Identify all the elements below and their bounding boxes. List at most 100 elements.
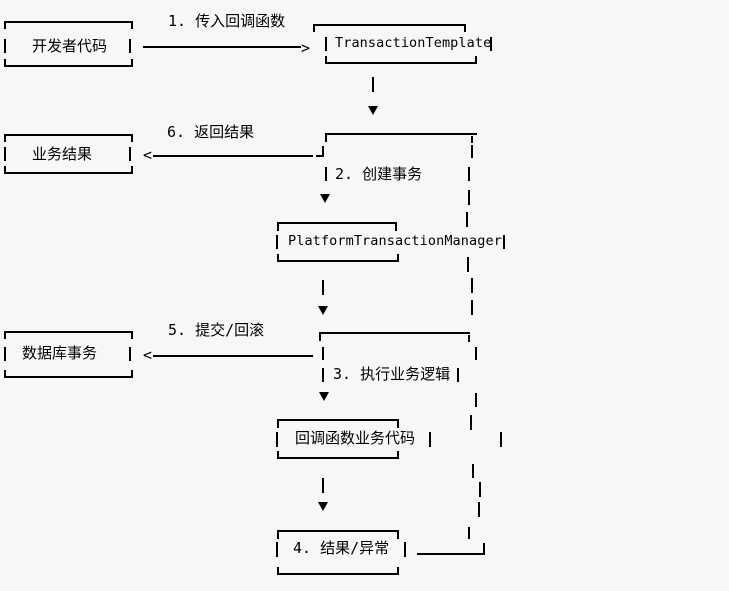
column-line — [479, 482, 481, 497]
corner-tick — [4, 23, 6, 29]
box-result-exception-label: 4. 结果/异常 — [293, 539, 390, 557]
corner-tick — [4, 59, 6, 65]
arrow-down-icon — [318, 502, 328, 511]
box-developer-code-label: 开发者代码 — [32, 37, 108, 55]
side-border — [468, 190, 470, 205]
corner-tick — [397, 532, 399, 539]
arrow-down-icon — [319, 392, 329, 401]
corner-tick — [475, 56, 477, 62]
side-border — [4, 347, 6, 361]
flow-line — [322, 280, 324, 295]
corner-tick — [277, 421, 279, 428]
bottom-border — [4, 172, 133, 174]
side-border — [129, 147, 131, 161]
side-border — [325, 167, 327, 181]
bottom-border — [277, 260, 399, 262]
box-callback-business-code-label: 回调函数业务代码 — [295, 429, 416, 447]
top-border — [319, 332, 470, 334]
corner-tick — [397, 451, 399, 457]
side-border — [325, 37, 327, 51]
top-border — [4, 21, 133, 23]
side-border — [475, 347, 477, 360]
top-border — [277, 419, 399, 421]
corner-tick — [277, 532, 279, 539]
box-business-result-label: 业务结果 — [32, 145, 93, 163]
column-line — [468, 527, 470, 539]
elbow — [322, 146, 324, 157]
column-line — [472, 464, 474, 478]
side-border — [466, 212, 468, 227]
side-border — [322, 368, 324, 382]
flow-line — [322, 478, 324, 493]
corner-tick — [131, 59, 133, 65]
side-border — [503, 235, 505, 249]
corner-tick — [313, 26, 315, 32]
corner-tick — [277, 567, 279, 573]
column-line — [478, 502, 480, 517]
side-border — [276, 542, 278, 557]
column-line — [471, 300, 473, 315]
top-border — [313, 24, 466, 26]
corner-tick — [319, 334, 321, 341]
corner-tick — [131, 370, 133, 376]
corner-tick — [277, 224, 279, 231]
column-line — [471, 278, 473, 293]
corner-tick — [277, 451, 279, 457]
bottom-border — [277, 573, 399, 575]
side-border — [429, 432, 431, 447]
edge-create-transaction-label: 2. 创建事务 — [335, 165, 423, 183]
corner-tick — [395, 224, 397, 231]
arrow-left-icon: < — [143, 346, 153, 364]
bottom-border — [325, 62, 477, 64]
arrow-down-icon — [318, 306, 328, 315]
corner-tick — [131, 136, 133, 142]
bottom-border — [277, 457, 399, 459]
box-platform-transaction-manager-label: PlatformTransactionManager — [288, 233, 502, 249]
top-border — [277, 222, 397, 224]
connector-elbow — [483, 543, 485, 555]
corner-tick — [397, 567, 399, 573]
side-border — [457, 368, 459, 382]
corner-tick — [397, 421, 399, 428]
corner-tick — [4, 333, 6, 339]
side-border — [490, 37, 492, 51]
arrow-line — [153, 155, 313, 157]
column-line — [467, 257, 469, 272]
edge-return-result-label: 6. 返回结果 — [167, 123, 255, 141]
arrow-left-icon: < — [143, 146, 153, 164]
arrow-down-icon — [368, 106, 378, 115]
corner-tick — [4, 136, 6, 142]
side-border — [129, 347, 131, 361]
corner-tick — [325, 56, 327, 62]
side-border — [471, 145, 473, 158]
arrow-line — [153, 355, 313, 357]
bottom-border — [4, 376, 133, 378]
box-transaction-template-label: TransactionTemplate — [335, 35, 492, 51]
side-border — [475, 393, 477, 407]
edge-commit-rollback-label: 5. 提交/回滚 — [168, 321, 265, 339]
side-border — [129, 39, 131, 53]
corner-tick — [325, 135, 327, 142]
side-border — [276, 235, 278, 249]
side-border — [468, 167, 470, 181]
side-border — [4, 147, 6, 161]
corner-tick — [471, 136, 473, 143]
corner-tick — [397, 254, 399, 260]
side-border — [4, 39, 6, 53]
corner-tick — [468, 335, 470, 342]
top-border — [277, 530, 399, 532]
connector-line — [417, 553, 485, 555]
edge-execute-business-logic-label: 3. 执行业务逻辑 — [333, 365, 451, 383]
flow-line — [372, 77, 374, 92]
corner-tick — [131, 333, 133, 339]
top-border — [4, 134, 133, 136]
arrow-right-icon: > — [301, 39, 311, 57]
side-border — [404, 542, 406, 557]
corner-tick — [131, 23, 133, 29]
top-border — [325, 133, 477, 135]
corner-tick — [131, 166, 133, 172]
corner-tick — [4, 370, 6, 376]
arrow-down-icon — [320, 194, 330, 203]
top-border — [4, 331, 133, 333]
